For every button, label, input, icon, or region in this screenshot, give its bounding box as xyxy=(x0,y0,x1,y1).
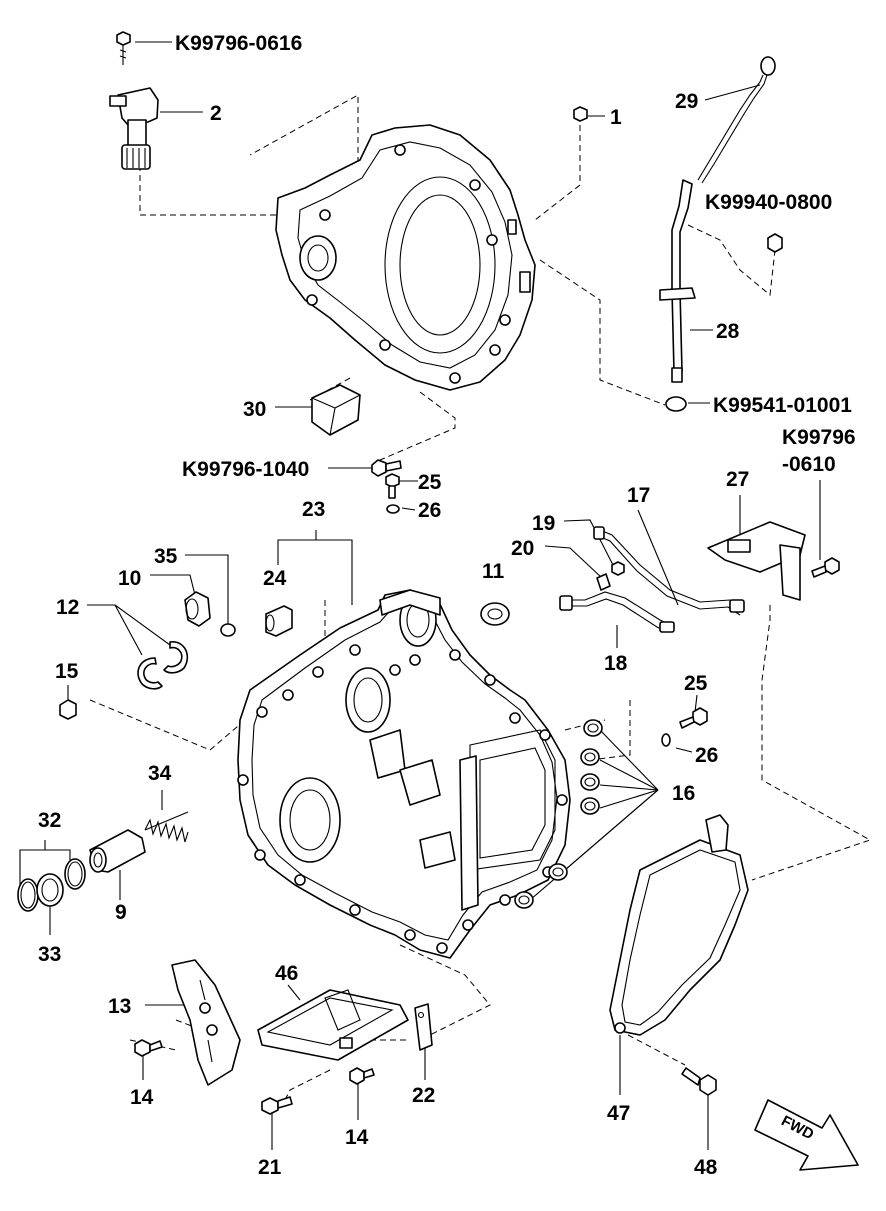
clip-part-22 xyxy=(414,1003,433,1051)
label-k99796-0610-line2: -0610 xyxy=(782,453,836,476)
label-part-35: 35 xyxy=(154,545,178,568)
bolt-part-25-upper xyxy=(385,473,400,499)
label-part-20: 20 xyxy=(511,537,534,560)
bolt-k99796-1040 xyxy=(371,459,402,477)
bolt-part-48 xyxy=(681,1067,717,1096)
callout-labels: K99796-0616 2 1 29 K99940-0800 28 K99541… xyxy=(38,32,856,1179)
label-k99796-0610-line1: K99796 xyxy=(782,426,856,449)
seal-part-11 xyxy=(480,602,510,626)
bolt-part-14-left xyxy=(134,1039,163,1057)
sleeve-part-9 xyxy=(89,829,146,873)
plug-part-15 xyxy=(59,699,77,720)
nut-k99940-0800 xyxy=(767,233,783,253)
bolt-part-25-lower xyxy=(679,707,708,729)
o-ring-part-35 xyxy=(220,623,236,637)
plate-part-13 xyxy=(171,959,241,1086)
label-part-32: 32 xyxy=(38,809,61,832)
dipstick-part-29 xyxy=(697,56,776,184)
bolt-part-19 xyxy=(611,561,625,576)
label-part-30: 30 xyxy=(243,398,266,421)
bolt-k99796-0616 xyxy=(116,31,131,65)
washer-part-26-lower xyxy=(661,733,671,747)
label-part-23: 23 xyxy=(302,498,325,521)
bolt-k99796-0610 xyxy=(811,557,840,578)
snap-rings-part-12 xyxy=(137,641,189,690)
label-k99796-1040: K99796-1040 xyxy=(182,458,309,481)
label-part-12: 12 xyxy=(56,596,79,619)
label-part-27: 27 xyxy=(726,468,749,491)
label-part-46: 46 xyxy=(275,962,298,985)
pipe-part-18 xyxy=(559,591,675,633)
plug-part-10 xyxy=(184,591,211,627)
spring-part-34 xyxy=(144,811,189,843)
label-part-16: 16 xyxy=(672,782,695,805)
label-part-28: 28 xyxy=(716,320,740,343)
plug-part-1 xyxy=(573,106,588,122)
bracket-part-30 xyxy=(311,384,361,436)
label-part-10: 10 xyxy=(118,567,141,590)
label-part-34: 34 xyxy=(148,762,172,785)
fwd-arrow: FWD xyxy=(754,1099,859,1171)
transmission-case-part-23 xyxy=(237,589,571,959)
seals-part-16 xyxy=(514,719,603,909)
label-part-18: 18 xyxy=(604,652,628,675)
bracket-part-27 xyxy=(707,521,806,601)
label-part-29: 29 xyxy=(675,90,698,113)
label-part-13: 13 xyxy=(108,995,131,1018)
speed-sensor-part-2 xyxy=(109,87,159,170)
label-part-47: 47 xyxy=(607,1102,630,1125)
label-part-17: 17 xyxy=(627,484,650,507)
dashed-reference-lines xyxy=(89,94,872,1101)
label-part-24: 24 xyxy=(263,567,287,590)
o-rings-part-32 xyxy=(17,858,86,912)
clip-part-20 xyxy=(596,573,611,591)
bushing-part-24 xyxy=(265,605,293,637)
label-part-25-upper: 25 xyxy=(418,471,442,494)
bolt-part-14-right xyxy=(349,1067,375,1085)
pipe-part-17 xyxy=(593,526,745,616)
label-part-22: 22 xyxy=(412,1084,435,1107)
label-part-11: 11 xyxy=(482,560,505,583)
o-ring-k99541-01001 xyxy=(665,396,687,412)
label-part-26-lower: 26 xyxy=(695,744,718,767)
plug-part-33 xyxy=(36,873,64,907)
dipstick-tube-part-28 xyxy=(659,179,696,383)
label-k99796-0616: K99796-0616 xyxy=(175,32,302,55)
converter-housing xyxy=(275,124,536,391)
label-part-19: 19 xyxy=(532,512,555,535)
label-part-9: 9 xyxy=(115,901,127,924)
label-part-2: 2 xyxy=(210,102,222,125)
label-part-14-right: 14 xyxy=(345,1126,369,1149)
label-k99541-01001: K99541-01001 xyxy=(713,394,852,417)
oil-pan-part-47 xyxy=(609,814,749,1036)
label-part-15: 15 xyxy=(55,660,79,683)
label-part-21: 21 xyxy=(258,1156,282,1179)
label-part-1: 1 xyxy=(610,106,622,129)
label-part-48: 48 xyxy=(694,1156,718,1179)
leader-lines xyxy=(19,41,821,1150)
washer-part-26-upper xyxy=(386,504,400,514)
label-part-14-left: 14 xyxy=(130,1086,154,1109)
tray-part-46 xyxy=(257,989,409,1061)
label-part-33: 33 xyxy=(38,943,61,966)
label-part-26-upper: 26 xyxy=(418,499,441,522)
label-k99940-0800: K99940-0800 xyxy=(705,191,832,214)
label-part-25-lower: 25 xyxy=(684,672,708,695)
bolt-part-21 xyxy=(261,1096,293,1115)
